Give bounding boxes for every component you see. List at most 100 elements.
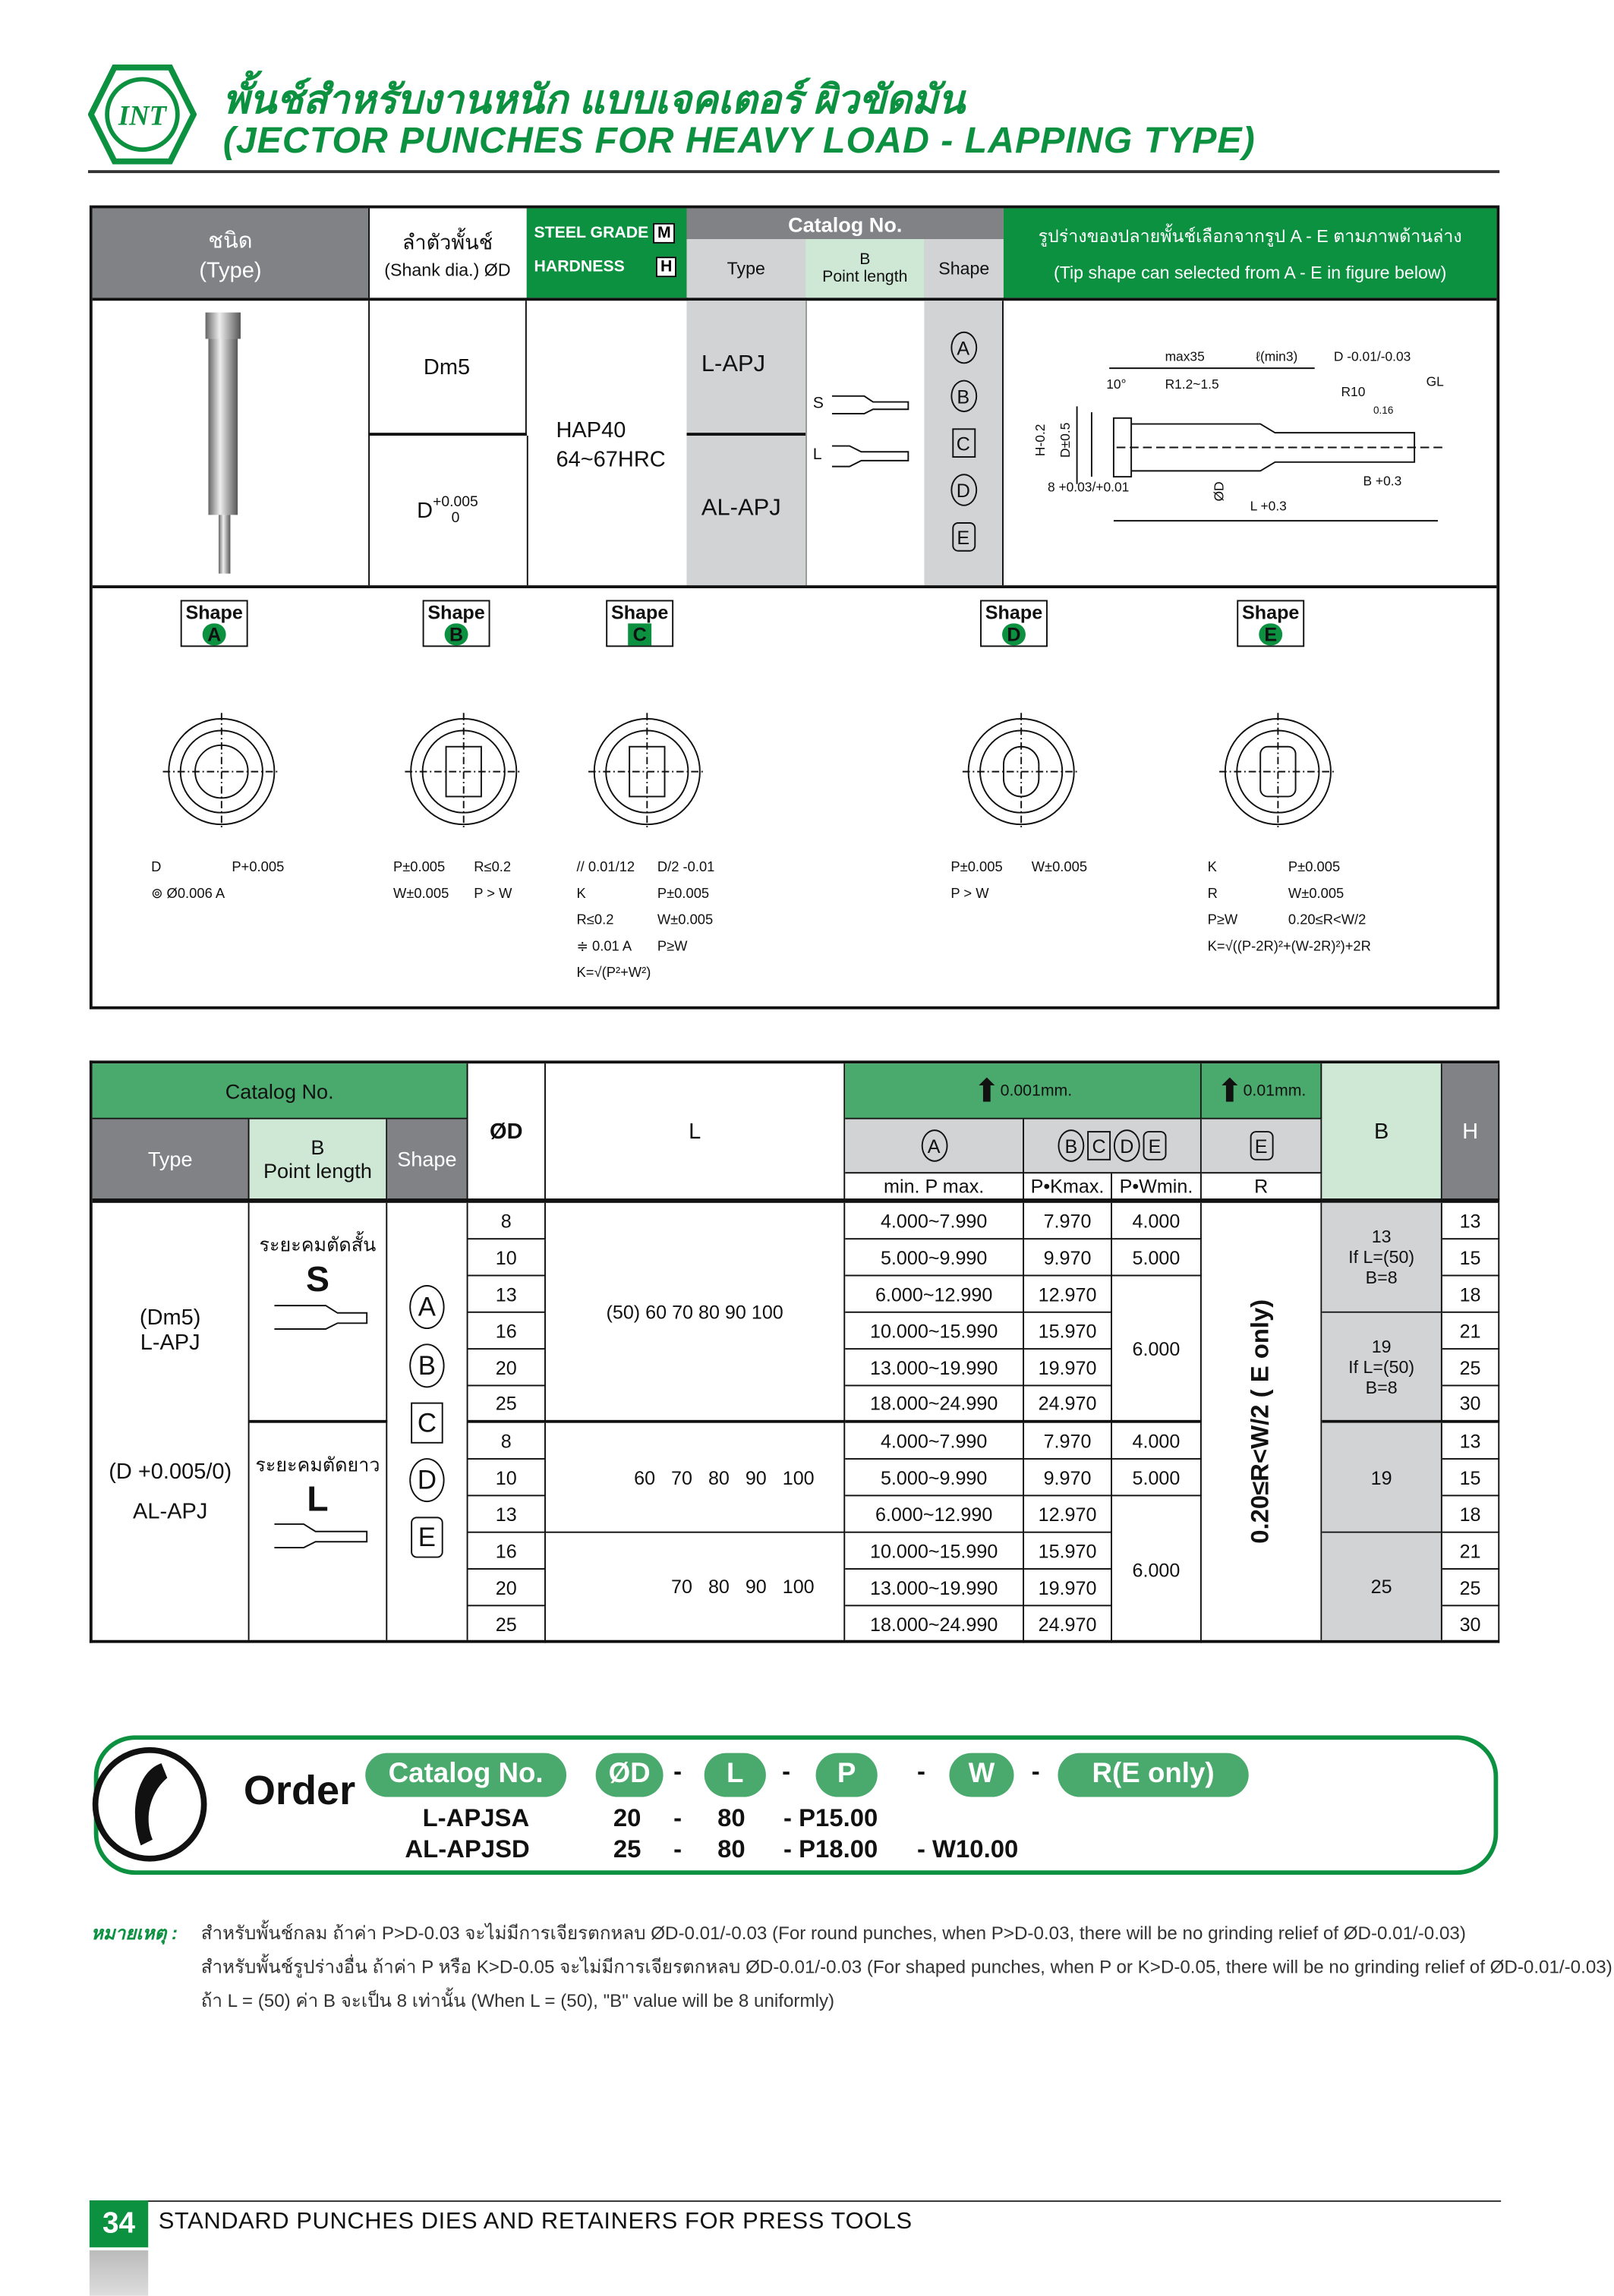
shape-annotation: P±0.005	[1288, 859, 1341, 876]
cell-od: 20	[468, 1569, 546, 1607]
shank-dm5: Dm5	[368, 301, 527, 436]
pill-p: P	[815, 1753, 878, 1797]
shape-annotation: P±0.005	[950, 859, 1003, 876]
th-od: ØD	[468, 1063, 546, 1200]
shape-e-icon: E	[411, 1516, 443, 1558]
cell-p-range: 4.000~7.990	[845, 1422, 1025, 1460]
cell-pk: 7.970	[1024, 1422, 1112, 1460]
shape-annotation: 0.20≤R<W/2	[1288, 912, 1367, 929]
type2-top: (D +0.005/0)	[109, 1460, 232, 1485]
cell-h: 25	[1442, 1569, 1500, 1607]
shape-c-icon: C	[411, 1402, 443, 1444]
th-pk: P•Kmax.	[1024, 1173, 1112, 1200]
unit1: 0.001mm.	[1000, 1082, 1073, 1100]
shape-a-drawing	[162, 713, 281, 830]
dim-dtol: D -0.01/-0.03	[1333, 348, 1411, 364]
cell-od: 25	[468, 1386, 546, 1423]
shape-label: Shape	[427, 601, 485, 624]
l-values-l2: 70 80 90 100	[546, 1532, 846, 1640]
cell-od: 13	[468, 1496, 546, 1533]
dash: -	[673, 1757, 682, 1786]
notes-label: หมายเหตุ :	[90, 1923, 178, 1944]
shape-annotation: D	[151, 859, 162, 876]
b-value: 19	[1371, 1335, 1392, 1356]
d-tol-lo: 0	[451, 510, 460, 527]
shape-letter: D	[1002, 623, 1026, 646]
example2-catalog: AL-APJSD	[405, 1835, 530, 1863]
dim-lmin: ℓ(min3)	[1256, 348, 1298, 364]
th-b: B	[311, 1135, 325, 1159]
dim-b: B +0.3	[1363, 474, 1402, 489]
cell-od: 8	[468, 1202, 546, 1240]
steel-grade-label: STEEL GRADE	[534, 224, 649, 242]
cell-pk: 15.970	[1024, 1312, 1112, 1350]
cell-od: 20	[468, 1350, 546, 1387]
cell-h: 30	[1442, 1386, 1500, 1423]
cell-p-range: 5.000~9.990	[845, 1460, 1025, 1497]
pill-w: W	[949, 1753, 1014, 1797]
cell-pw: 4.000	[1111, 1422, 1202, 1460]
shape-annotation: P≥W	[657, 938, 688, 956]
shape-annotation: W±0.005	[657, 912, 714, 929]
cell-h: 21	[1442, 1532, 1500, 1570]
cell-pk: 7.970	[1024, 1202, 1112, 1240]
dim-od: ØD	[1211, 481, 1227, 502]
steel-grade-header: STEEL GRADE M HARDNESS H	[526, 208, 689, 298]
cell-h: 21	[1442, 1312, 1500, 1350]
cell-pw: 5.000	[1111, 1460, 1202, 1497]
tip-th: รูปร่างของปลายพั้นช์เลือกจากรูป A - E ตา…	[1038, 225, 1462, 247]
dash: -	[1031, 1757, 1040, 1786]
b-group-4: 25	[1322, 1532, 1442, 1640]
th-type: Type	[92, 1119, 250, 1200]
cell-od: 16	[468, 1532, 546, 1570]
l-values-s: (50) 60 70 80 90 100	[545, 1202, 846, 1423]
shape-label: Shape	[985, 601, 1043, 624]
dim-h: H-0.2	[1032, 424, 1048, 457]
pill-od: ØD	[595, 1753, 664, 1797]
cell-h: 13	[1442, 1202, 1500, 1240]
shape-d-drawing	[962, 713, 1080, 830]
cell-pk: 19.970	[1024, 1569, 1112, 1607]
shape-e-icon: E	[1143, 1131, 1167, 1161]
shape-annotation: P+0.005	[232, 859, 285, 876]
dim-r12: R1.2~1.5	[1165, 376, 1219, 392]
th-r: R	[1201, 1173, 1322, 1200]
example2-w: - W10.00	[916, 1835, 1019, 1863]
shape-a-icon: A	[920, 1129, 947, 1162]
shape-b-icon: B	[1058, 1129, 1085, 1162]
hardness-value: 64~67HRC	[556, 447, 666, 473]
shape-d-icon: D	[950, 474, 977, 506]
example1-catalog: L-APJSA	[422, 1804, 530, 1832]
b-note: B=8	[1365, 1267, 1398, 1288]
cell-od: 13	[468, 1276, 546, 1313]
short-label: S	[305, 1260, 329, 1300]
shape-annotation: P±0.005	[657, 886, 710, 902]
hardness-label: HARDNESS	[534, 258, 625, 276]
d-label: D	[417, 498, 433, 524]
short-th: ระยะคมตัดสั้น	[259, 1233, 377, 1256]
b-note: If L=(50)	[1348, 1356, 1415, 1377]
shape-letter: B	[444, 623, 468, 646]
cell-pk: 24.970	[1024, 1606, 1112, 1643]
cell-od: 10	[468, 1460, 546, 1497]
col-point: Point length	[822, 268, 908, 286]
cell-h: 15	[1442, 1239, 1500, 1277]
th-b-col: B	[1322, 1063, 1442, 1200]
th-shape: Shape	[387, 1119, 468, 1200]
shape-e-icon: E	[951, 522, 976, 552]
dim-gl: GL	[1426, 373, 1444, 389]
type-cell: (Dm5)L-APJ (D +0.005/0)AL-APJ	[93, 1202, 250, 1640]
dim-max35: max35	[1165, 348, 1205, 364]
cell-p-range: 10.000~15.990	[845, 1532, 1025, 1570]
shape-annotation: R	[1207, 886, 1218, 902]
dim-d05: D±0.5	[1058, 422, 1073, 458]
cell-p-range: 18.000~24.990	[845, 1386, 1025, 1423]
